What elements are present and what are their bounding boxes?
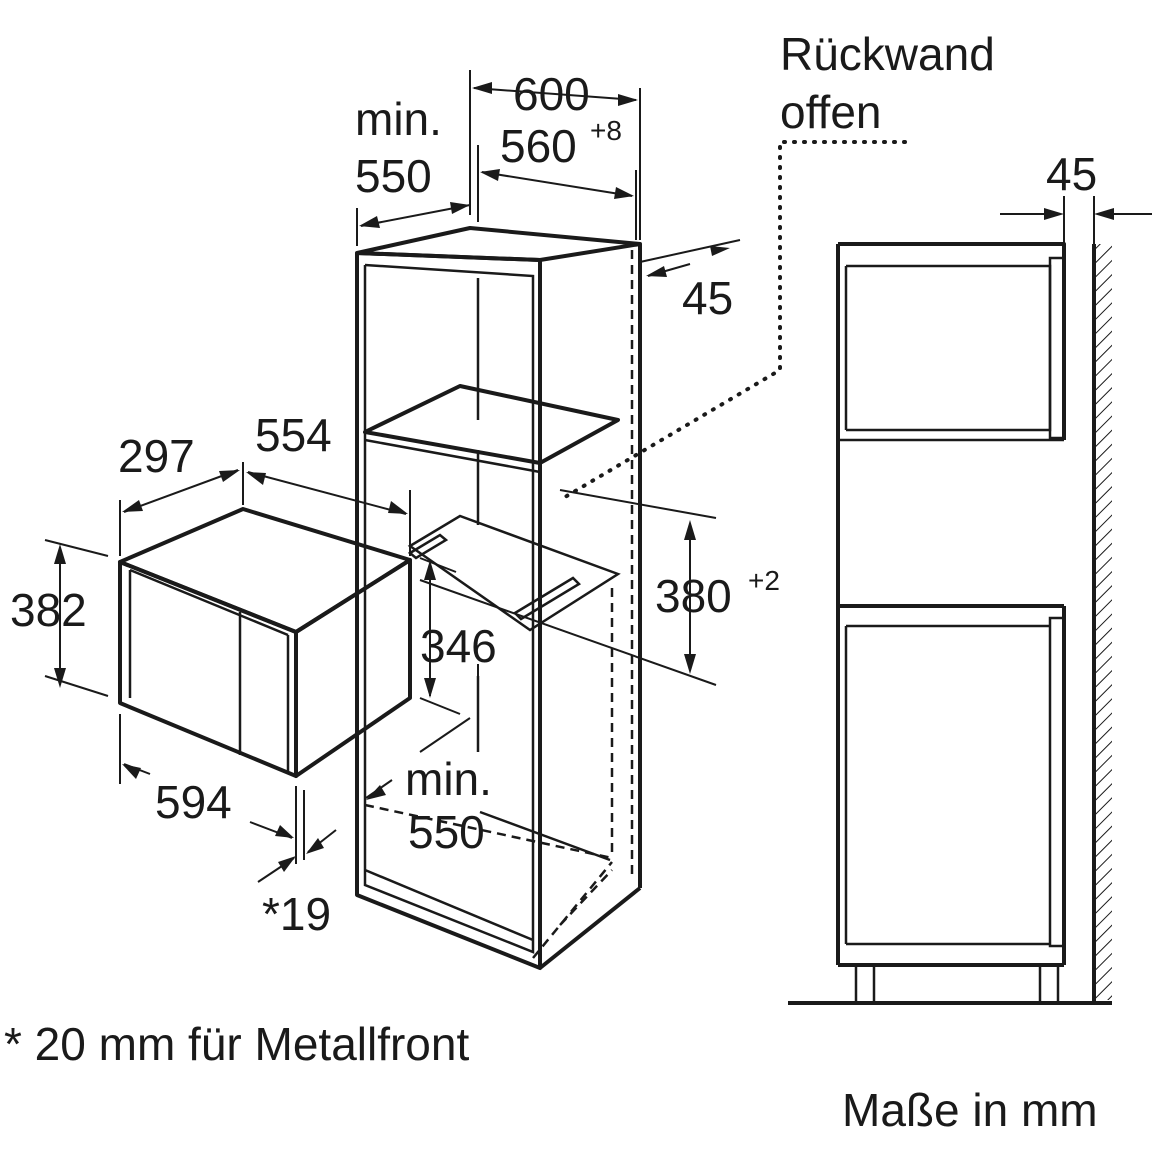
side-view	[788, 196, 1152, 1005]
microwave-unit	[118, 507, 412, 778]
width-560-label: 560	[500, 120, 577, 172]
footnote: * 20 mm für Metallfront	[4, 1018, 469, 1070]
rueckwand-label-1: Rückwand	[780, 28, 995, 80]
depth-550-bottom-label: 550	[408, 806, 485, 858]
height-380-label: 380	[655, 570, 732, 622]
width-594-label: 594	[155, 776, 232, 828]
depth-297-label: 297	[118, 430, 195, 482]
gap-45-top-label: 45	[682, 272, 733, 324]
width-560-tolerance: +8	[590, 115, 622, 146]
height-380-tolerance: +2	[748, 565, 780, 596]
depth-550-top-label: 550	[355, 150, 432, 202]
dimension-labels: Rückwand offen 600 560 +8 min. 550 45 45…	[10, 28, 1097, 940]
height-382-label: 382	[10, 584, 87, 636]
units-note: Maße in mm	[842, 1084, 1098, 1136]
depth-554-label: 554	[255, 409, 332, 461]
min-top-label: min.	[355, 93, 442, 145]
thickness-19-label: *19	[262, 888, 331, 940]
gap-45-side-label: 45	[1046, 148, 1097, 200]
height-346-label: 346	[420, 620, 497, 672]
dimension-lines	[44, 70, 907, 883]
width-600-label: 600	[513, 68, 590, 120]
rueckwand-label-2: offen	[780, 86, 881, 138]
min-bottom-label: min.	[405, 753, 492, 805]
tall-cabinet	[355, 226, 642, 970]
